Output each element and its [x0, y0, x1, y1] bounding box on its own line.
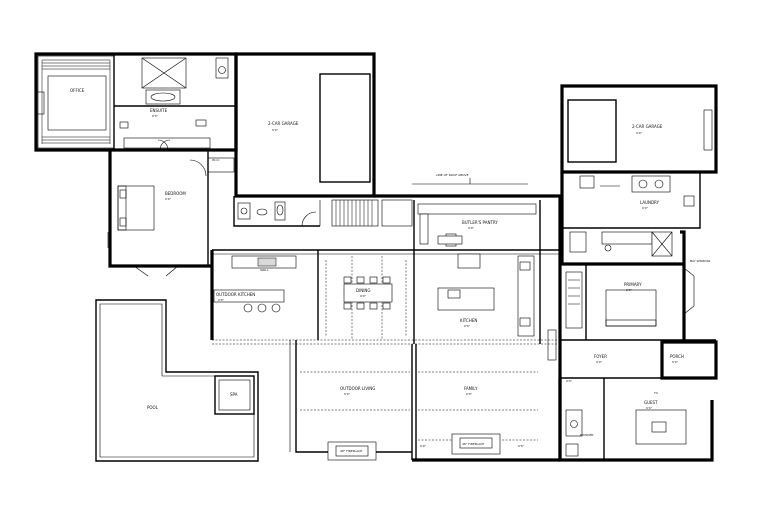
ensuite-label: ENSUITE	[150, 108, 168, 113]
roof-note-label: LINE OF ROOF ABOVE	[436, 173, 469, 177]
mudroom	[233, 196, 321, 227]
outdoor-living-label: OUTDOOR LIVING	[340, 386, 375, 391]
bedroom-left-label: BEDROOM	[165, 191, 186, 196]
family-dim: 0'0"	[466, 392, 473, 396]
primary-label: PRIMARY	[624, 282, 642, 287]
kitchen-dim: 0'0"	[464, 324, 471, 328]
left-bedroom: BEDROOM 0'0" W.I.C	[107, 150, 235, 277]
laundry: LAUNDRY 0'0"	[560, 171, 701, 230]
fireplace-right-label: 48" FIREPLACE	[462, 442, 484, 446]
left-garage: 2-CAR GARAGE 0'0"	[234, 52, 376, 198]
outdoor-kitchen-label: OUTDOOR KITCHEN	[216, 292, 255, 297]
garage-left-dim: 0'0"	[272, 128, 279, 132]
foyer-label: FOYER	[594, 354, 607, 359]
primary-dim: 0'0"	[626, 288, 633, 292]
dining: DINING 0'0"	[325, 256, 407, 340]
roof-note: LINE OF ROOF ABOVE	[412, 173, 528, 185]
bedroom-left-dim: 0'0"	[165, 197, 172, 201]
family: FAMILY 0'0" 48" FIREPLACE 0'0" 0'0"	[420, 386, 525, 455]
spa-label: SPA	[230, 392, 238, 397]
family-dim-b: 0'0"	[518, 444, 525, 448]
stairs	[331, 199, 413, 227]
dining-dim: 0'0"	[360, 294, 367, 298]
wic-left-label: W.I.C	[212, 158, 220, 162]
outdoor-living: OUTDOOR LIVING 0'0" 48" FIREPLACE	[289, 340, 377, 461]
bay-window-label: BAY WINDOW	[690, 259, 710, 263]
outdoor-living-dim: 0'0"	[344, 392, 351, 396]
family-label: FAMILY	[464, 386, 478, 391]
grill-label: GRILL	[260, 268, 269, 272]
family-dim-a: 0'0"	[420, 444, 427, 448]
fireplace-left-label: 48" FIREPLACE	[340, 449, 362, 453]
guest-dim: 0'0"	[646, 406, 653, 410]
outdoor-kitchen: OUTDOOR KITCHEN 0'0" GRILL	[213, 255, 297, 313]
laundry-dim: 0'0"	[642, 206, 649, 210]
outdoor-kitchen-dim: 0'0"	[218, 298, 225, 302]
porch-label: PORCH	[670, 354, 684, 359]
main-walls	[210, 194, 562, 462]
pool-label: POOL	[147, 405, 159, 410]
dining-label: DINING	[356, 288, 371, 293]
garage-right-label: 2-CAR GARAGE	[632, 124, 663, 129]
foyer: FOYER 0'0" PORCH 0'0"	[547, 329, 718, 380]
garage-left-label: 2-CAR GARAGE	[268, 121, 299, 126]
office-label: OFFICE	[70, 88, 85, 93]
kitchen-label: KITCHEN	[460, 318, 477, 323]
butler-pantry-dim: 0'0"	[468, 226, 475, 230]
butler-pantry-label: BUTLER'S PANTRY	[462, 220, 498, 225]
foyer-dim: 0'0"	[596, 360, 603, 364]
hall-dim: 0'0"	[566, 379, 573, 383]
kitchen: BUTLER'S PANTRY 0'0" KITCHEN 0'0"	[417, 203, 537, 337]
garage-right-dim: 0'0"	[636, 131, 643, 135]
porch-dim: 0'0"	[672, 360, 679, 364]
guest-label: GUEST	[644, 400, 658, 405]
ensuite-dim: 0'0"	[152, 114, 159, 118]
pool-area: POOL SPA	[95, 299, 259, 462]
right-garage: 2-CAR GARAGE 0'0"	[560, 84, 718, 174]
primary-suite: PRIMARY 0'0" BAY WINDOW	[560, 230, 710, 340]
guest-wing: POWDER GUEST 0'0" TV 0'0"	[558, 377, 714, 462]
laundry-label: LAUNDRY	[640, 200, 660, 205]
left-wing: OFFICE ENSUITE 0'0"	[34, 52, 238, 152]
powder-label: POWDER	[580, 433, 593, 437]
tv-label: TV	[653, 391, 659, 395]
